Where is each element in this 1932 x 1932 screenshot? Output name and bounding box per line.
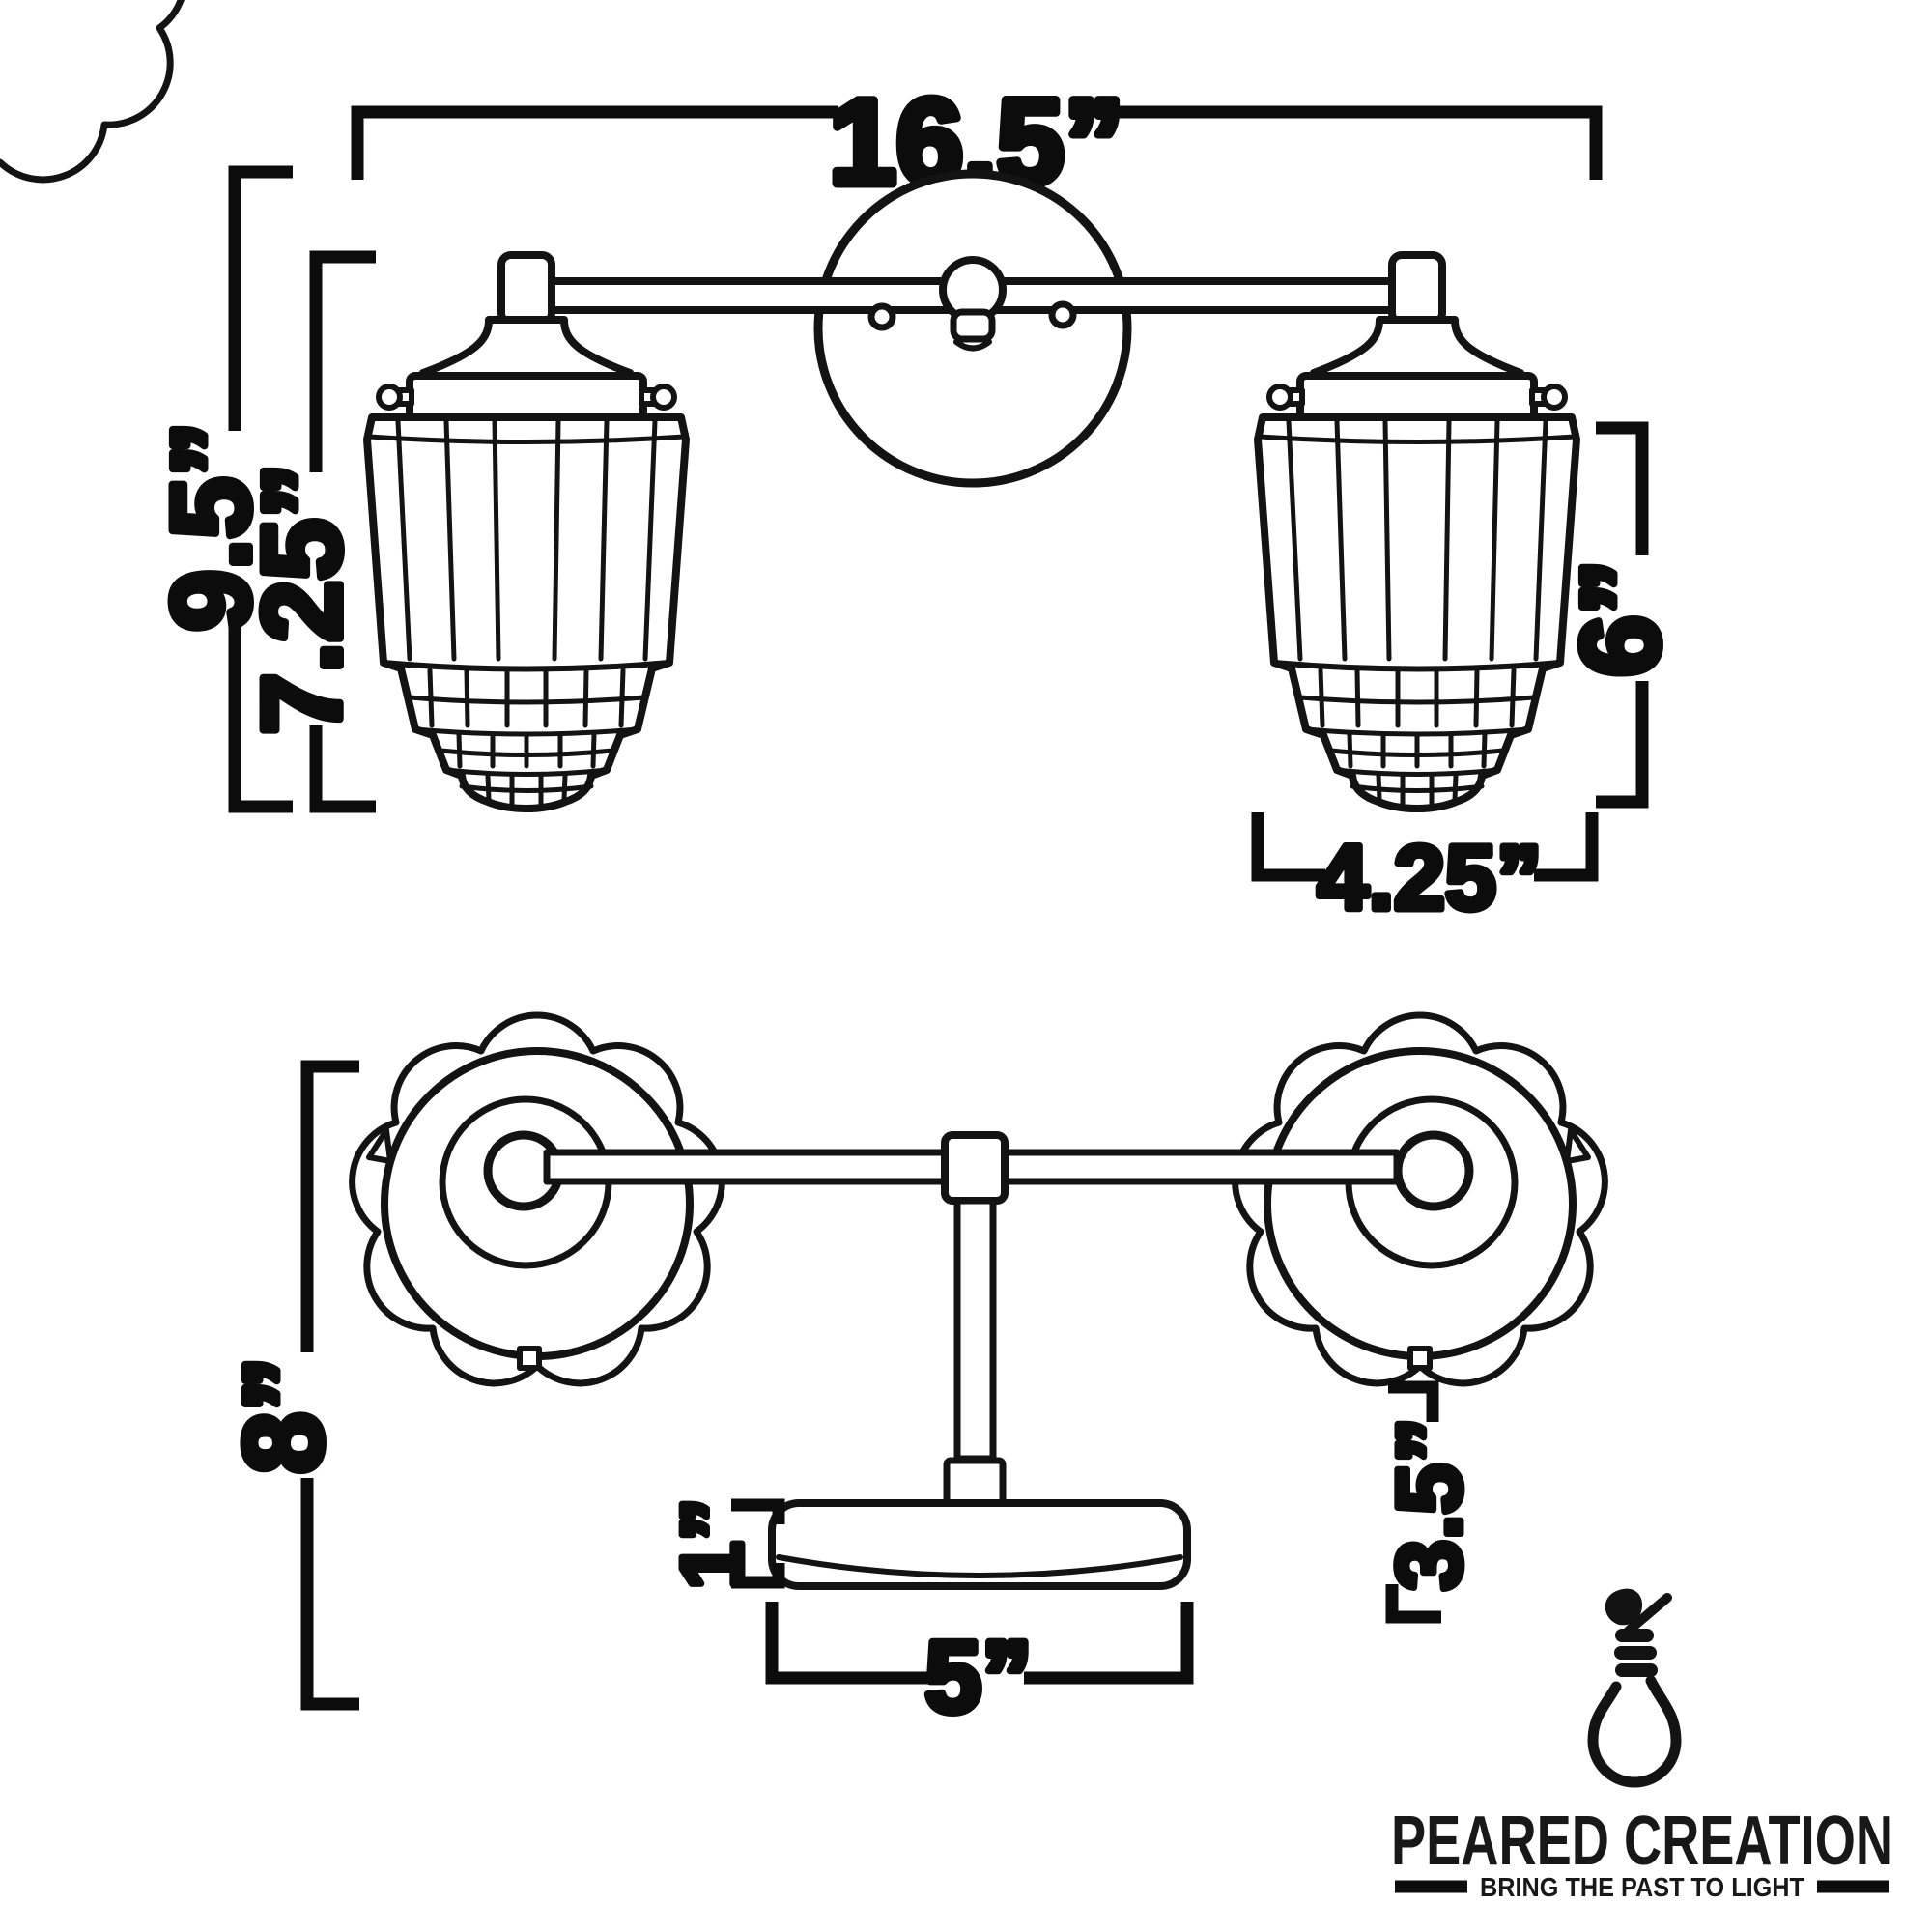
left-shade-bottom-tab — [517, 1346, 542, 1371]
brand-logo: PEARED CREATION BRING THE PAST TO LIGHT — [1391, 1588, 1893, 1902]
dim-shade-projection-label: 3.5” — [1378, 1417, 1481, 1591]
dim-shade-height-label: 6” — [1559, 559, 1683, 676]
shade-step1-line — [381, 660, 672, 672]
dim-shade-projection-lines — [1385, 1380, 1441, 1624]
dim-shade-height: 6” — [1555, 421, 1687, 809]
right-shade-bottom-tab — [1407, 1346, 1433, 1371]
canopy-disc-edge-view — [768, 1499, 1191, 1590]
dim-overall-height-label: 9.5” — [150, 421, 273, 631]
dim-body-height-lines — [309, 250, 376, 813]
bottom-view-fixture — [0, 0, 1605, 1590]
dim-overall-height: 9.5” — [146, 165, 293, 813]
right-shade-clip — [1564, 1127, 1591, 1164]
stem-connector-block — [943, 1457, 1007, 1509]
front-view-fixture — [363, 169, 1577, 812]
shade-dome-lines — [459, 773, 594, 807]
dim-shade-height-lines — [1596, 421, 1649, 809]
thumbscrew-left — [376, 384, 403, 411]
dim-overall-projection: 8” — [218, 1060, 359, 1711]
dim-overall-projection-lines — [300, 1060, 359, 1711]
dim-shade-width-lines — [1251, 812, 1599, 882]
left-shade-clip — [366, 1127, 393, 1164]
dim-overall-width-lines — [351, 105, 1603, 180]
brand-tagline: BRING THE PAST TO LIGHT — [1480, 1872, 1804, 1902]
dim-shade-projection: 3.5” — [1376, 1380, 1485, 1624]
socket-cone — [419, 316, 634, 382]
thread-bar-1 — [1615, 1629, 1654, 1642]
dim-overall-height-lines — [228, 165, 293, 813]
dim-overall-width-label: 16.5” — [829, 75, 1124, 210]
shade-fitter-band — [406, 372, 647, 422]
center-finial — [950, 308, 996, 343]
right-socket-hole — [1393, 1130, 1474, 1211]
thumbscrew-right — [650, 384, 677, 411]
canopy-disc-rim-line — [776, 1554, 1183, 1578]
front-view-dimensions: 16.5” 9.5” 7.25” 6” 4.25” — [146, 71, 1687, 933]
dim-canopy-thickness-label: 1” — [665, 1497, 761, 1589]
tagline-group: BRING THE PAST TO LIGHT — [1395, 1872, 1889, 1902]
dim-body-height-label: 7.25” — [241, 463, 364, 734]
dim-body-height: 7.25” — [237, 250, 376, 813]
pear-lightbulb-icon — [1587, 1588, 1682, 1788]
dim-canopy-thickness: 1” — [662, 1494, 785, 1593]
mounting-screw-left — [867, 302, 896, 331]
brand-name: PEARED CREATION — [1391, 1803, 1893, 1880]
dim-overall-width: 16.5” — [351, 71, 1603, 214]
dim-canopy-diameter-label: 5” — [925, 1621, 1033, 1734]
shade-tier2-flutes — [427, 668, 626, 728]
shade-rim-line — [366, 434, 687, 444]
stem-line — [1624, 1593, 1672, 1635]
dim-canopy-diameter: 5” — [765, 1602, 1194, 1738]
lamp-assembly-left — [363, 251, 690, 812]
shade-tier3-flutes — [456, 731, 597, 769]
dim-shade-width-label: 4.25” — [1318, 827, 1542, 929]
center-hub-bottom-view — [941, 1131, 1009, 1205]
shade-flute-lines — [395, 418, 658, 662]
thread-bar-2 — [1614, 1646, 1657, 1660]
dim-shade-width: 4.25” — [1251, 812, 1599, 933]
bottom-view-dimensions: 8” 3.5” 1” 5” — [218, 1060, 1485, 1738]
lamp-assembly-right — [1258, 255, 1577, 809]
stem-post — [497, 251, 555, 327]
mounting-screw-right — [1048, 300, 1077, 329]
bulb-outline — [1587, 1675, 1682, 1788]
dim-overall-projection-label: 8” — [222, 1356, 346, 1473]
leaf-shape — [1605, 1588, 1643, 1626]
canopy-stem-rod — [953, 1197, 997, 1463]
shade-petal-outline — [0, 0, 185, 184]
dim-canopy-thickness-lines — [731, 1498, 785, 1589]
thread-bar-3 — [1615, 1663, 1658, 1677]
dim-canopy-diameter-lines — [765, 1602, 1194, 1685]
finial-cup-line — [953, 339, 992, 352]
